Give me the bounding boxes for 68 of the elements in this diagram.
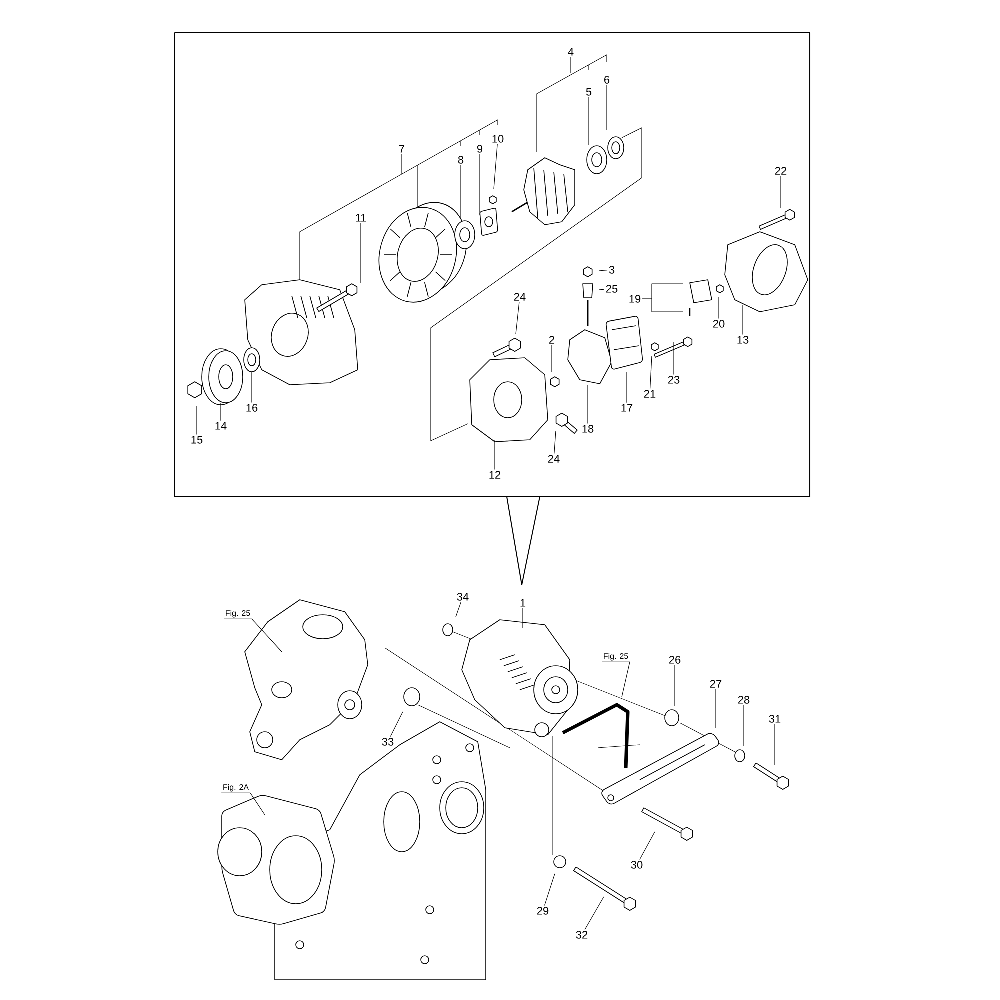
leader-line: [642, 298, 652, 300]
figure-reference: Fig. 25: [602, 653, 630, 662]
callout-number: 24: [548, 455, 560, 463]
leader-line: [460, 165, 462, 218]
callout-number: 2: [550, 336, 555, 344]
leader-line: [522, 608, 524, 628]
callout-number: 1: [520, 599, 526, 607]
callout-number: 18: [582, 425, 594, 433]
leader-line: [494, 440, 496, 470]
callout-number: 5: [586, 88, 592, 96]
leader-line: [640, 832, 656, 860]
leader-line: [456, 602, 462, 618]
leader-line: [554, 430, 556, 454]
leader-line: [516, 302, 520, 334]
callout-number: 8: [458, 156, 464, 164]
callout-number: 33: [382, 738, 394, 746]
leader-line: [650, 356, 652, 390]
leader-line: [220, 402, 222, 422]
leader-line: [494, 144, 498, 190]
leader-line: [196, 406, 198, 436]
figure-reference: Fig. 25: [224, 610, 252, 620]
leader-line: [598, 289, 605, 290]
callout-number: 30: [631, 861, 643, 869]
callout-number: 20: [713, 320, 725, 328]
callout-number: 13: [738, 336, 749, 344]
leader-line: [674, 665, 676, 706]
callout-number: 11: [356, 214, 366, 222]
figure-reference: Fig. 2A: [221, 784, 251, 794]
callout-number: 14: [216, 422, 227, 430]
leader-line: [598, 270, 608, 272]
callout-number: 27: [710, 680, 722, 688]
callout-number: 12: [490, 471, 501, 479]
callout-number: 31: [769, 715, 781, 723]
callout-number: 6: [604, 76, 610, 84]
leader-line: [742, 304, 744, 335]
leader-line: [606, 85, 608, 130]
callout-number: 32: [576, 931, 588, 939]
callout-number: 26: [669, 656, 681, 664]
leader-line: [544, 874, 556, 906]
callout-number: 19: [630, 295, 641, 303]
leader-line: [360, 222, 362, 284]
leader-line: [626, 372, 628, 404]
leader-line: [584, 896, 604, 930]
leader-line: [390, 712, 404, 738]
leader-line: [588, 96, 590, 146]
callout-number: 28: [738, 696, 750, 704]
callout-number: 7: [400, 145, 405, 153]
callout-number: 9: [477, 145, 483, 153]
callout-number: 17: [622, 404, 633, 412]
callout-number: 24: [514, 293, 526, 301]
leader-line: [780, 176, 782, 208]
callout-number: 25: [606, 285, 618, 293]
callout-number: 29: [537, 907, 549, 915]
callout-number: 15: [192, 436, 203, 444]
leader-line: [250, 792, 266, 816]
callout-number: 10: [492, 135, 504, 143]
callout-number: 21: [644, 390, 656, 398]
leader-line: [252, 618, 282, 652]
callout-number: 34: [457, 593, 469, 601]
callout-number: 16: [246, 404, 258, 412]
leader-line: [774, 724, 776, 766]
leader-line: [622, 662, 630, 698]
callout-number: 23: [668, 376, 680, 384]
leader-line: [718, 296, 720, 319]
leader-line: [570, 56, 572, 74]
callout-number: 3: [609, 266, 615, 274]
callout-number: 4: [568, 48, 574, 56]
callout-number: 22: [775, 167, 787, 175]
